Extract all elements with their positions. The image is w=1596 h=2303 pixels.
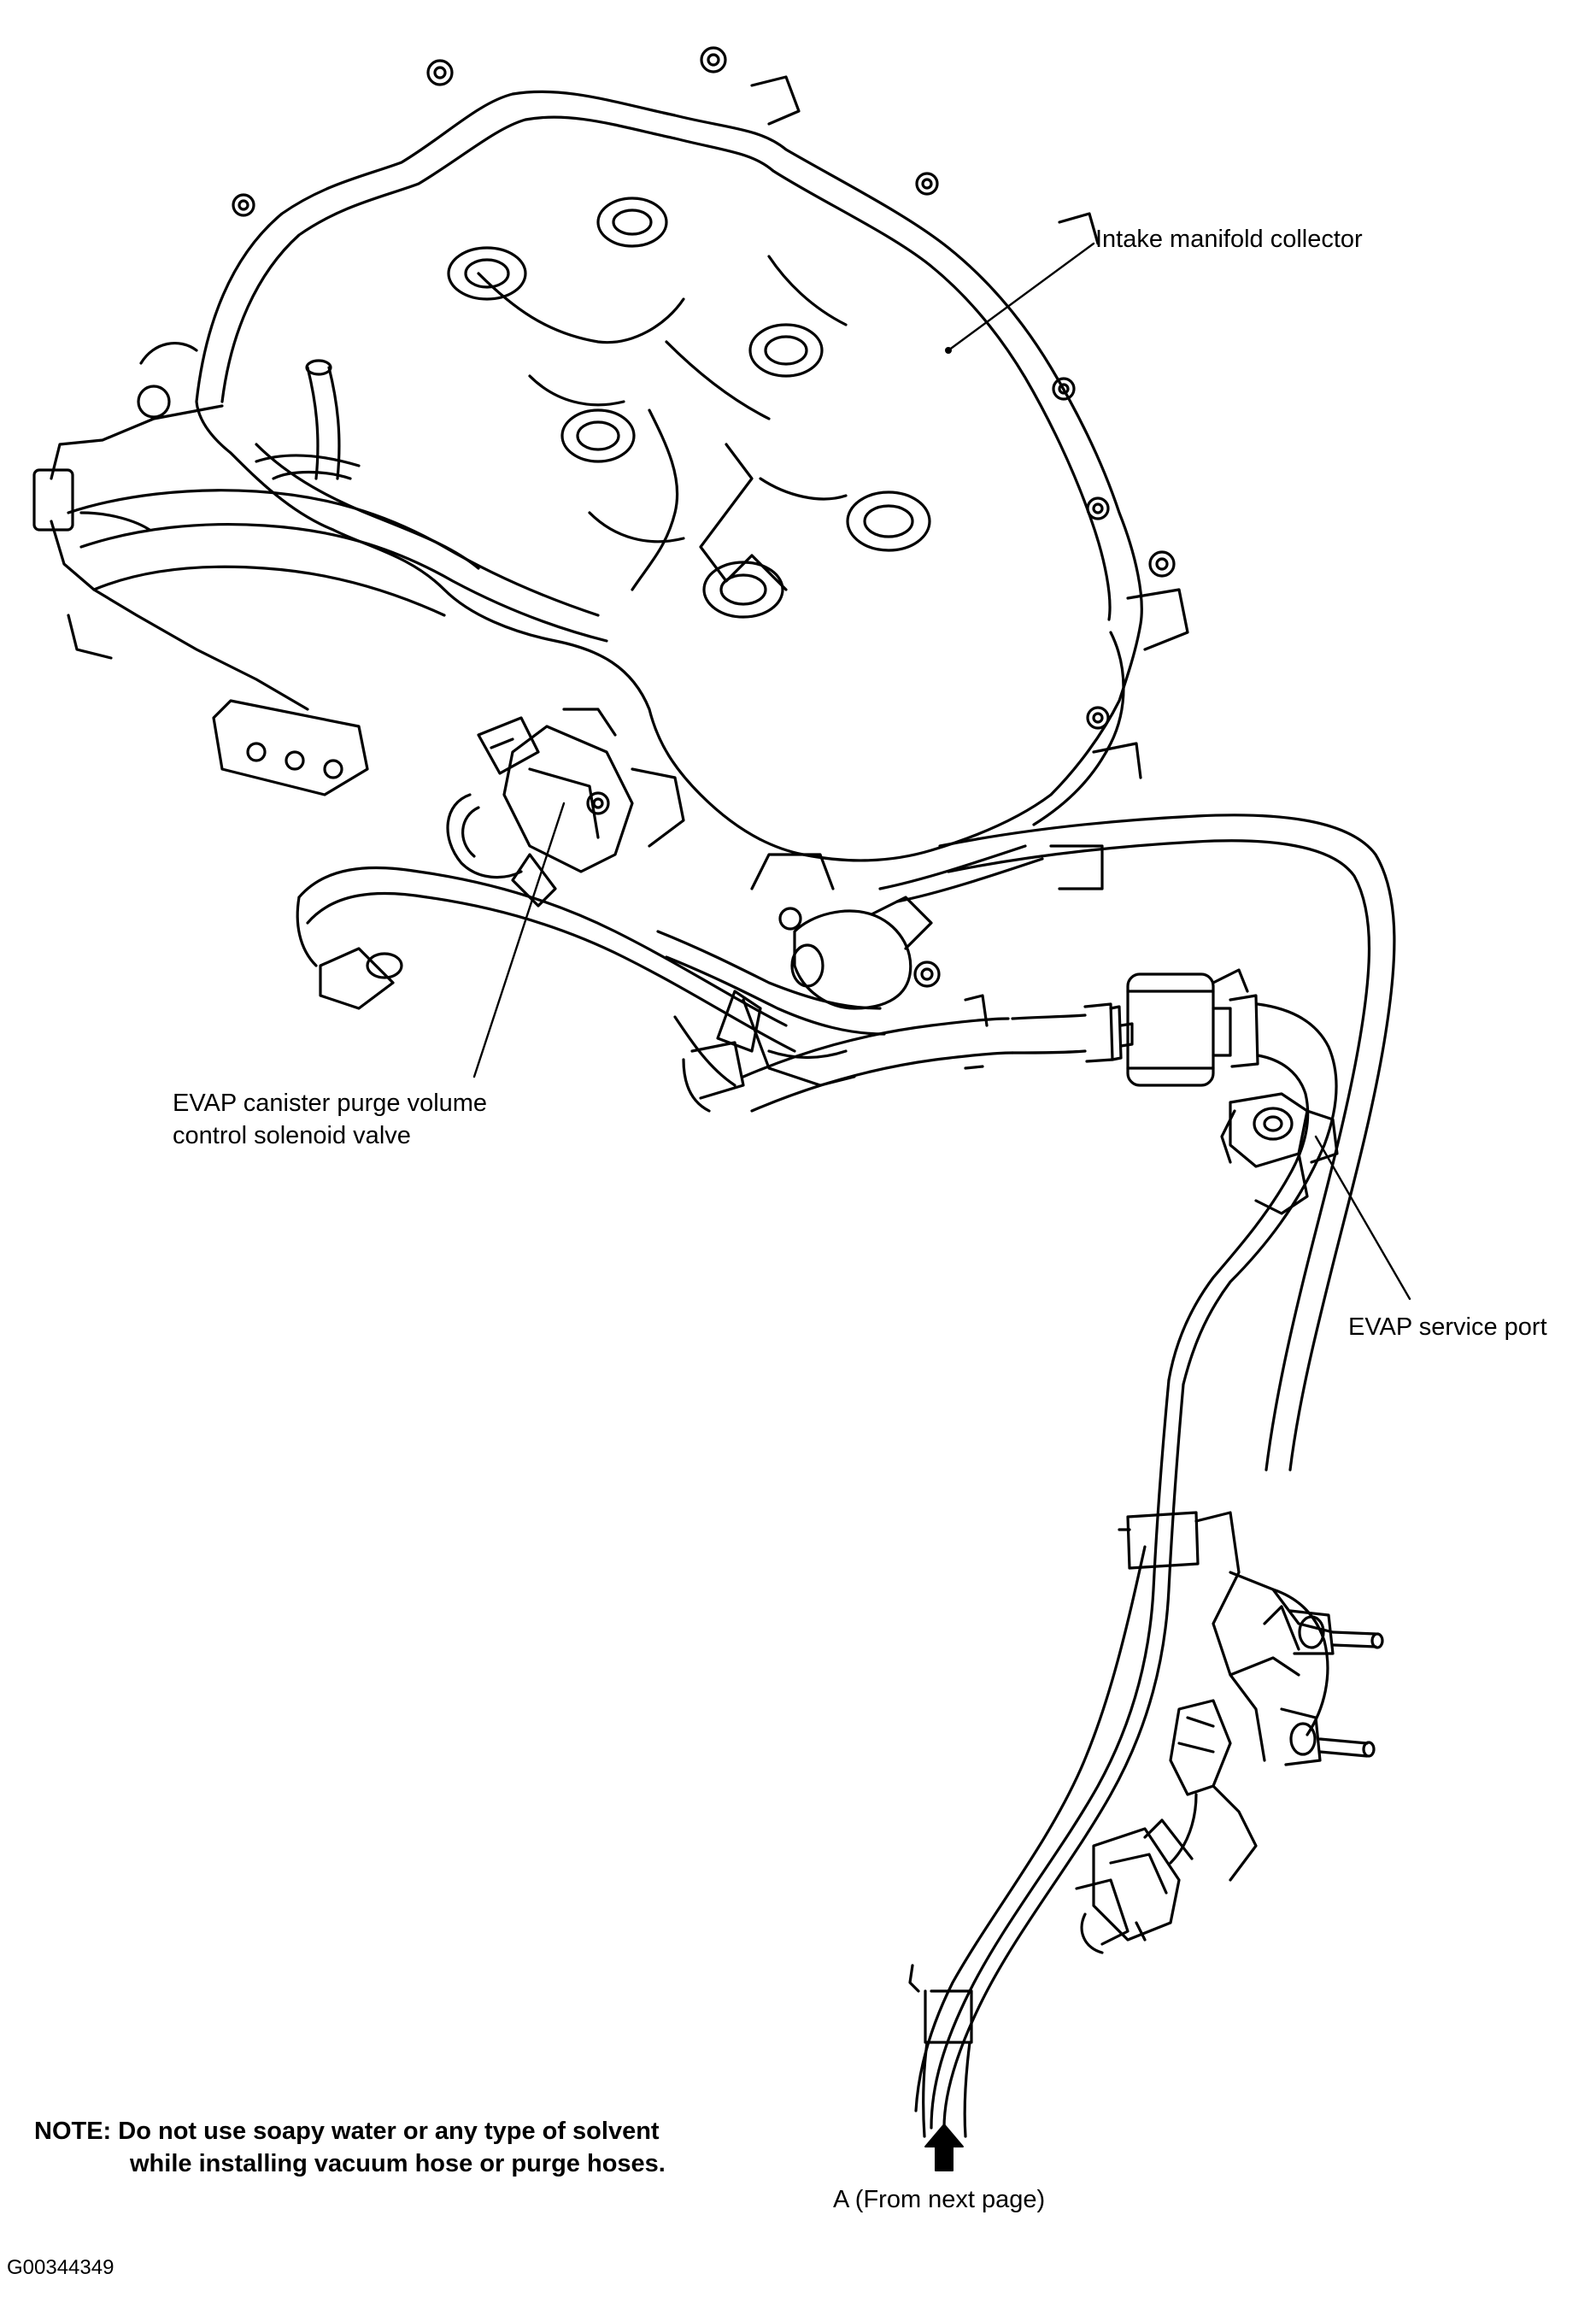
vertical-hose xyxy=(908,1378,1200,2138)
lower-bracket-assembly xyxy=(1075,1511,1384,1954)
evap-service-port xyxy=(1220,1092,1339,1215)
evap-solenoid-valve xyxy=(446,708,685,908)
label-evap-solenoid-line2: control solenoid valve xyxy=(173,1122,411,1149)
intake-manifold-collector xyxy=(195,46,1189,890)
purge-hose-upper xyxy=(656,844,1044,1087)
label-evap-service-port: EVAP service port xyxy=(1348,1313,1547,1341)
note-line2: while installing vacuum hose or purge ho… xyxy=(130,2150,666,2177)
outer-pipe xyxy=(938,814,1396,1472)
installation-note: NOTE: Do not use soapy water or any type… xyxy=(34,2115,666,2180)
purge-hose-with-filter xyxy=(742,968,1338,1386)
leader-intake-manifold xyxy=(947,242,1095,352)
figure-code: G00344349 xyxy=(7,2256,114,2279)
note-line1: Do not use soapy water or any type of so… xyxy=(118,2118,660,2145)
leader-lines xyxy=(472,242,1411,1301)
left-pipework xyxy=(32,342,608,796)
leader-evap-service-port xyxy=(1314,1135,1411,1301)
note-prefix: NOTE: xyxy=(34,2118,112,2145)
harness-connector-left xyxy=(296,866,796,1113)
label-from-next-page: A (From next page) xyxy=(833,2186,1046,2213)
leader-evap-solenoid xyxy=(472,802,566,1078)
label-intake-manifold-collector: Intake manifold collector xyxy=(1095,226,1363,253)
label-evap-solenoid-line1: EVAP canister purge volume xyxy=(173,1090,488,1117)
arrow-up-icon xyxy=(924,2124,964,2171)
